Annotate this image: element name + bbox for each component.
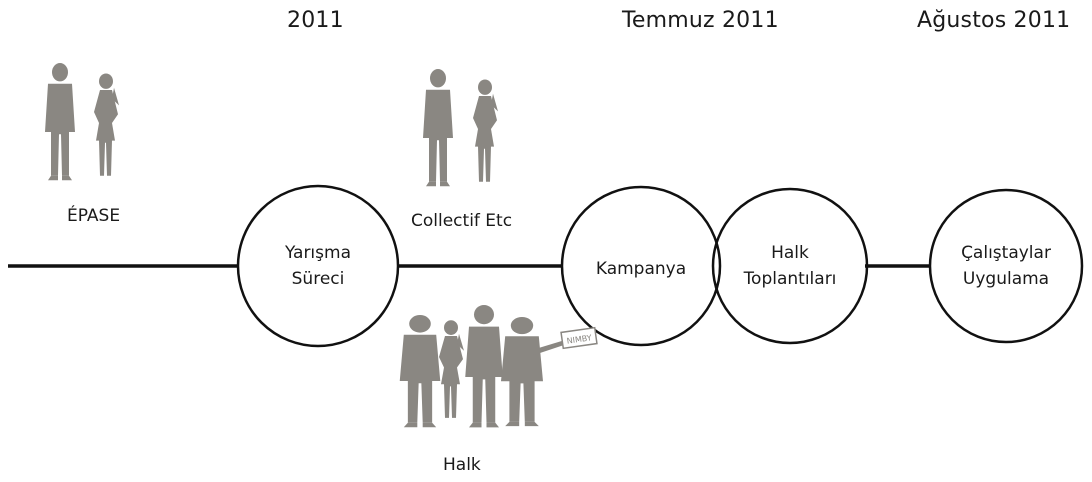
header-agustos-2011: Ağustos 2011: [917, 8, 1071, 33]
stage-text-halk-line1: Halk: [771, 243, 809, 263]
stage-text-yarisma: Yarışma Süreci: [258, 240, 378, 292]
stage-text-halk-toplantilari: Halk Toplantıları: [725, 240, 855, 292]
header-2011: 2011: [287, 8, 344, 33]
stage-circle-yarisma: [236, 184, 400, 348]
header-temmuz-2011: Temmuz 2011: [622, 8, 779, 33]
stage-text-kampanya: Kampanya: [595, 259, 687, 279]
label-halk: Halk: [443, 455, 481, 475]
stage-text-calistaylar-line2: Uygulama: [962, 269, 1050, 289]
stage-text-yarisma-line1: Yarışma: [284, 243, 351, 263]
stage-text-calistaylar-line1: Çalıştaylar: [961, 243, 1051, 263]
epase-people-icon: [45, 63, 119, 181]
stage-circle-calistaylar: [928, 188, 1084, 344]
stage-circle-halk-toplantilari: [711, 187, 869, 345]
sign-text: NIMBY: [566, 333, 592, 345]
label-epase: ÉPASE: [67, 206, 121, 226]
stage-text-yarisma-line2: Süreci: [291, 269, 345, 289]
nimby-sign-icon: NIMBY: [560, 326, 598, 350]
halk-crowd-icon: [399, 305, 567, 428]
stage-text-halk-line2: Toplantıları: [743, 269, 837, 289]
stage-circle-kampanya: [560, 185, 722, 347]
stage-text-calistaylar: Çalıştaylar Uygulama: [941, 240, 1071, 292]
collectif-people-icon: [423, 69, 498, 187]
label-collectif-etc: Collectif Etc: [411, 211, 513, 231]
